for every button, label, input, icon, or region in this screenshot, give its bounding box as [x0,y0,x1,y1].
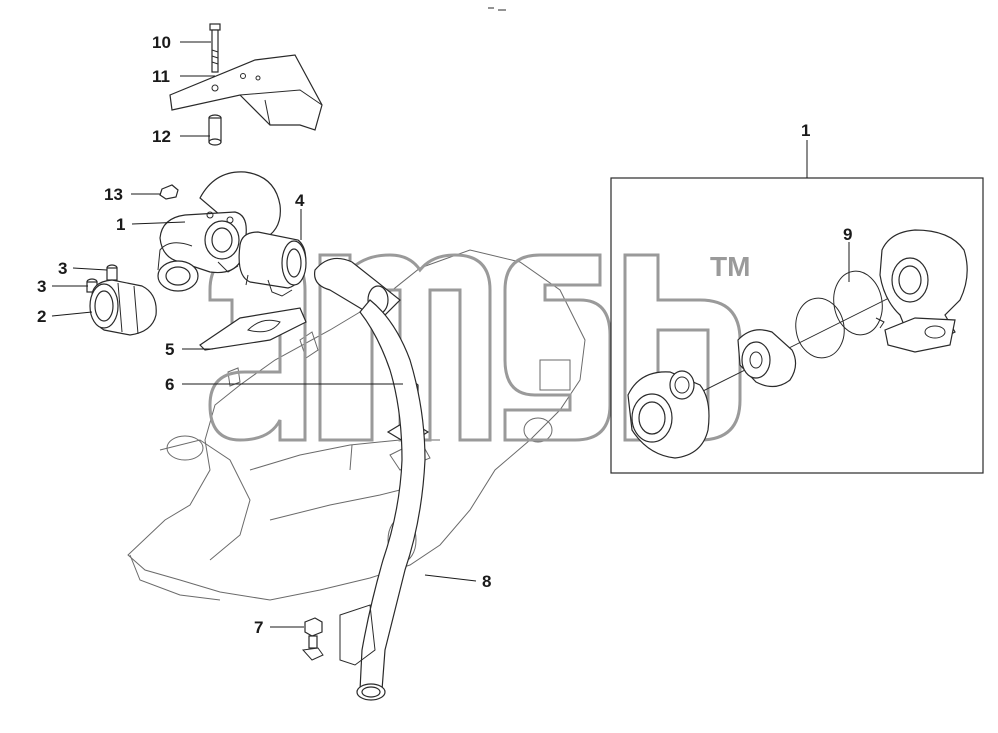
connector-pipe [313,257,401,321]
center-cartridge [737,329,797,388]
callout-11: 11 [152,67,170,86]
turbine-housing [879,229,968,353]
callout-4: 4 [295,191,305,210]
callout-12: 12 [152,127,171,146]
retaining-ring-part-9 [833,270,885,336]
callout-10: 10 [152,33,171,52]
leader-lines [51,41,850,628]
gasket-part-5 [199,307,307,351]
callout-labels: 10 11 12 13 1 4 3 3 2 5 6 8 7 1 9 [37,33,852,637]
callout-2: 2 [37,307,46,326]
compressor-housing [627,370,710,459]
nut-part-13 [159,184,179,200]
turbocharger-part-1 [157,171,281,292]
heat-shield-part-11 [169,54,323,131]
bolt-part-7 [301,617,324,661]
callout-6: 6 [165,375,174,394]
trademark-mark: TM [710,251,750,282]
oil-drain-pipe-part-8 [339,299,426,701]
callout-1: 1 [116,215,125,234]
callout-13: 13 [104,185,123,204]
bolt-part-10 [209,23,221,73]
callout-5: 5 [165,340,174,359]
snap-ring [795,297,845,359]
callout-inset-1: 1 [801,121,810,140]
callout-3-lower: 3 [37,277,46,296]
inlet-hose-part-2 [89,279,157,336]
callout-9: 9 [843,225,852,244]
hose-clamp-upper-part-3 [106,264,118,281]
outlet-hose-part-4 [238,231,307,297]
callout-8: 8 [482,572,491,591]
callout-3-upper: 3 [58,259,67,278]
spacer-part-12 [208,114,222,146]
callout-7: 7 [254,618,263,637]
top-mark [488,7,506,11]
turbocharger-exploded-inset [610,177,984,474]
